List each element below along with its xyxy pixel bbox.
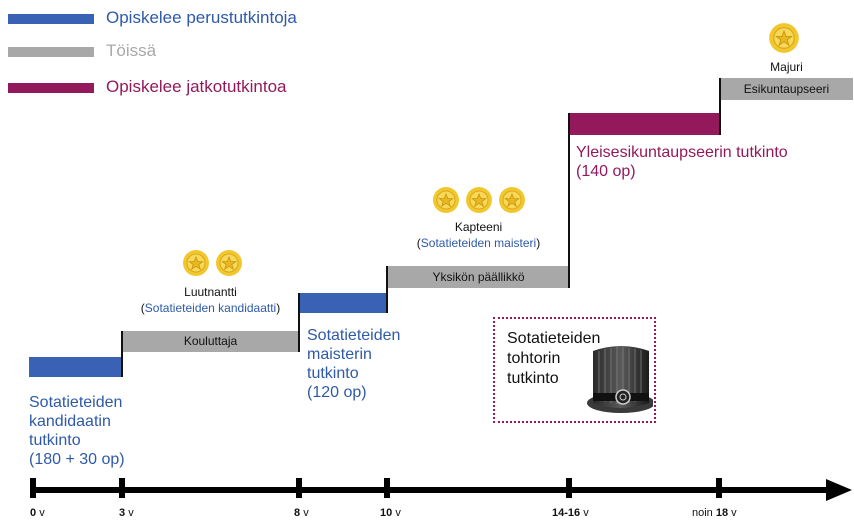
degree-doctor-line: tohtorin [507, 350, 561, 367]
degree-doctor-line: Sotatieteiden [507, 330, 601, 347]
job-esikuntaupseeri: Esikuntaupseeri [743, 82, 830, 96]
rank-degree-name: Sotatieteiden kandidaatti [144, 301, 277, 315]
degree-staff-line: Yleisesikuntaupseerin tutkinto [576, 144, 788, 161]
bar-esikunta-work [720, 78, 853, 100]
tick-unit: v [731, 507, 737, 519]
rank-degree-open: ( [140, 301, 145, 315]
degree-staff-credits: (140 op) [576, 163, 636, 180]
step-connector [298, 293, 300, 352]
step-connector [386, 266, 388, 313]
degree-bachelor-line: tutkinto [29, 432, 81, 449]
rank-degree-close: ) [276, 301, 281, 315]
rank-degree: (Sotatieteiden kandidaatti) [122, 300, 299, 316]
degree-staff: Yleisesikuntaupseerin tutkinto (140 op) [576, 143, 788, 181]
timeline-tick [716, 478, 722, 498]
rank-degree-name: Sotatieteiden maisteri [420, 236, 537, 250]
degree-bachelor: Sotatieteiden kandidaatin tutkinto (180 … [29, 393, 125, 469]
degree-master-line: Sotatieteiden [307, 327, 401, 344]
rank-degree: (Sotatieteiden maisteri) [388, 235, 569, 251]
degree-master-line: tutkinto [307, 365, 359, 382]
degree-doctor: Sotatieteiden tohtorin tutkinto [507, 329, 600, 389]
legend-label-postgrad: Opiskelee jatkotutkintoa [106, 77, 287, 96]
job-kouluttaja: Kouluttaja [183, 334, 238, 348]
degree-master-line: maisterin [307, 346, 372, 363]
rank-rosette-icon [183, 250, 209, 276]
legend-label-basic: Opiskelee perustutkintoja [106, 8, 297, 27]
legend-swatch-basic [8, 14, 94, 24]
timeline-label: noin 18 v [692, 507, 737, 519]
rank-title: Luutnantti [184, 285, 237, 299]
rank-degree-open: ( [416, 236, 421, 250]
step-connector [719, 78, 721, 135]
rank-kapteeni: Kapteeni (Sotatieteiden maisteri) [388, 219, 569, 251]
rank-majuri: Majuri [720, 59, 853, 75]
legend-swatch-work [8, 47, 94, 57]
timeline-tick [119, 478, 125, 498]
tick-num: 8 [294, 507, 301, 519]
rank-rosette-icon [466, 187, 492, 213]
timeline-label: 10 v [380, 507, 401, 519]
rank-rosette-icon [433, 187, 459, 213]
bar-master-study [299, 293, 387, 313]
bar-kouluttaja-work [122, 331, 299, 352]
degree-bachelor-line: Sotatieteiden [29, 394, 123, 411]
tick-unit: v [128, 507, 134, 519]
tick-unit: v [395, 507, 401, 519]
doctoral-hat-icon [587, 346, 653, 413]
timeline-label: 0 v [30, 507, 45, 519]
job-yksikon-paallikko: Yksikön päällikkö [432, 270, 525, 284]
degree-master: Sotatieteiden maisterin tutkinto (120 op… [307, 326, 400, 402]
legend-swatch-postgrad [8, 83, 94, 93]
degree-bachelor-credits: (180 + 30 op) [29, 451, 125, 468]
bar-staff-study [570, 113, 720, 135]
rank-stars-kapteeni [432, 186, 526, 214]
degree-doctor-line: tutkinto [507, 370, 559, 387]
tick-unit: v [303, 507, 309, 519]
timeline-tick [296, 478, 302, 498]
tick-num: 3 [119, 507, 126, 519]
degree-master-credits: (120 op) [307, 384, 367, 401]
timeline-arrow-icon [30, 479, 852, 501]
rank-title: Kapteeni [454, 220, 503, 234]
rank-degree-close: ) [536, 236, 541, 250]
tick-num: 0 [30, 507, 37, 519]
timeline-label: 3 v [119, 507, 134, 519]
tick-num: 10 [380, 507, 393, 519]
tick-num: 18 [715, 507, 729, 519]
rank-rosette-icon [769, 23, 799, 53]
step-connector [568, 113, 570, 288]
timeline-tick [566, 478, 572, 498]
bar-yksikon-work [388, 266, 569, 288]
tick-unit: v [583, 507, 589, 519]
timeline-tick [384, 478, 390, 498]
timeline-label: 14-16 v [552, 507, 589, 519]
tick-num: 14-16 [552, 507, 581, 519]
legend-label-work: Töissä [106, 41, 157, 60]
timeline-tick [30, 478, 36, 498]
step-connector [121, 331, 123, 377]
rank-rosette-icon [499, 187, 525, 213]
doctoral-degree-box: Sotatieteiden tohtorin tutkinto [493, 317, 656, 423]
rank-rosette-icon [216, 250, 242, 276]
timeline-label: 8 v [294, 507, 309, 519]
rank-stars-luutnantti [182, 249, 243, 277]
rank-stars-majuri [768, 22, 800, 54]
degree-bachelor-line: kandidaatin [29, 413, 111, 430]
tick-unit: v [39, 507, 45, 519]
rank-title: Majuri [770, 60, 803, 74]
rank-luutnantti: Luutnantti (Sotatieteiden kandidaatti) [122, 284, 299, 316]
bar-bachelor-study [29, 357, 121, 377]
tick-prefix: noin [692, 507, 713, 519]
